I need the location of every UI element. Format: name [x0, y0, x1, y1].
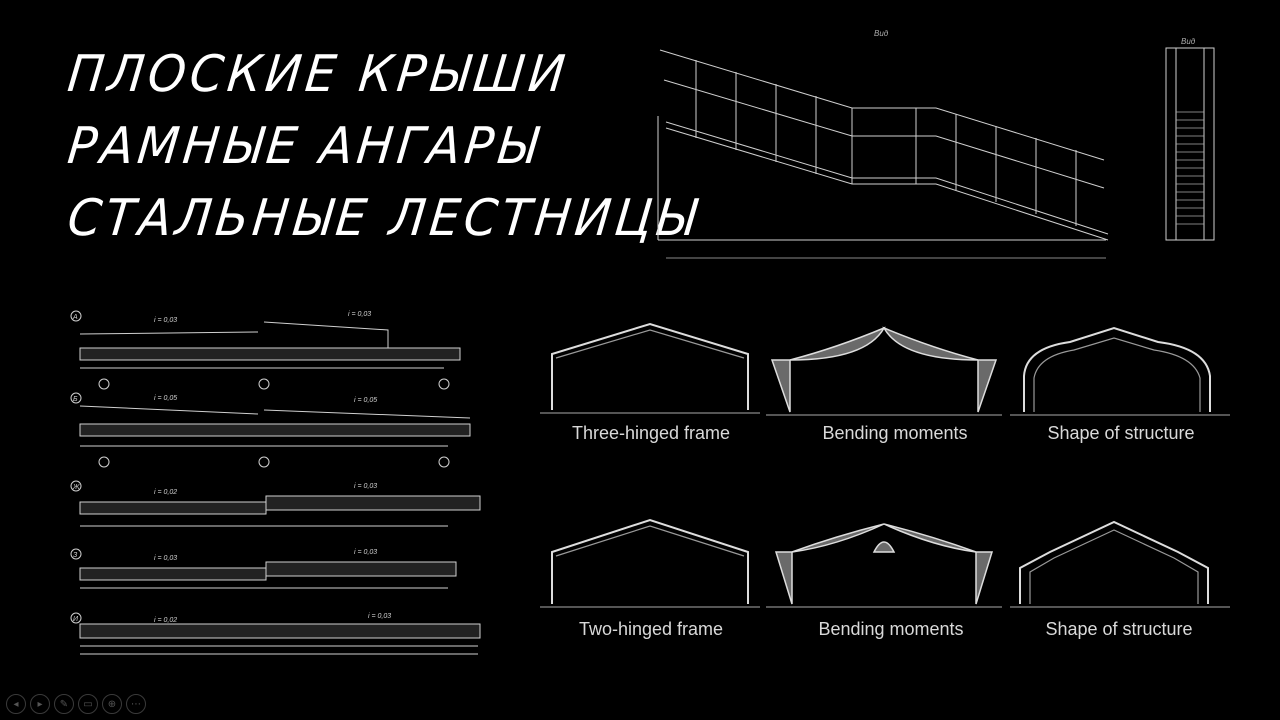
more-icon[interactable]: ⋯	[126, 694, 146, 714]
caption-three-hinged-frame: Three-hinged frame	[571, 423, 731, 443]
slides-icon[interactable]: ▭	[78, 694, 98, 714]
slope-label: i = 0,03	[154, 317, 177, 324]
title-block: ПЛОСКИЕ КРЫШИ РАМНЫЕ АНГАРЫ СТАЛЬНЫЕ ЛЕС…	[65, 38, 703, 254]
caption-two-hinged-frame: Two-hinged frame	[578, 619, 724, 639]
slope-label: i = 0,02	[154, 617, 177, 624]
slope-label: i = 0,05	[354, 397, 377, 404]
flat-roof-sections: А Б Ж З И i = 0,03 i = 0,03 i = 0,05 i =…	[70, 310, 481, 655]
title-line-steel-stairs: СТАЛЬНЫЕ ЛЕСТНИЦЫ	[64, 188, 703, 248]
slope-label: i = 0,02	[154, 489, 177, 496]
three-hinged-frame-diagram	[540, 322, 760, 414]
bending-moments-two-hinged-diagram	[766, 523, 1002, 608]
slope-label: i = 0,03	[154, 555, 177, 562]
presentation-toolbar: ◂ ▸ ✎ ▭ ⊕ ⋯	[6, 694, 146, 714]
pen-icon[interactable]: ✎	[54, 694, 74, 714]
next-icon[interactable]: ▸	[30, 694, 50, 714]
caption-shape-of-structure-2: Shape of structure	[1045, 619, 1193, 639]
shape-of-structure-two-hinged-diagram	[1010, 520, 1230, 608]
slope-label: i = 0,03	[368, 613, 391, 620]
two-hinged-frame-diagram	[540, 518, 760, 608]
roof-section-label-zh: Ж	[72, 484, 80, 491]
steel-stair-drawing: Вид Вид	[657, 29, 1215, 259]
title-line-flat-roofs: ПЛОСКИЕ КРЫШИ	[64, 44, 572, 104]
slope-label: i = 0,03	[348, 311, 371, 318]
prev-icon[interactable]: ◂	[6, 694, 26, 714]
roof-section-label-a: А	[72, 314, 78, 321]
slope-label: i = 0,05	[154, 395, 177, 402]
slope-label: i = 0,03	[354, 549, 377, 556]
roof-section-label-z: З	[73, 552, 78, 559]
bending-moments-three-hinged-diagram	[766, 326, 1002, 416]
title-line-frame-hangars: РАМНЫЕ АНГАРЫ	[64, 116, 544, 176]
caption-bending-moments-2: Bending moments	[818, 619, 964, 639]
caption-bending-moments-1: Bending moments	[822, 423, 968, 443]
roof-section-label-b: Б	[73, 396, 78, 403]
stair-view-label-main: Вид	[874, 29, 889, 38]
roof-section-label-i: И	[73, 616, 79, 623]
stair-view-label-side: Вид	[1181, 37, 1196, 46]
slope-label: i = 0,03	[354, 483, 377, 490]
caption-shape-of-structure-1: Shape of structure	[1047, 423, 1195, 443]
zoom-icon[interactable]: ⊕	[102, 694, 122, 714]
shape-of-structure-three-hinged-diagram	[1010, 326, 1230, 416]
